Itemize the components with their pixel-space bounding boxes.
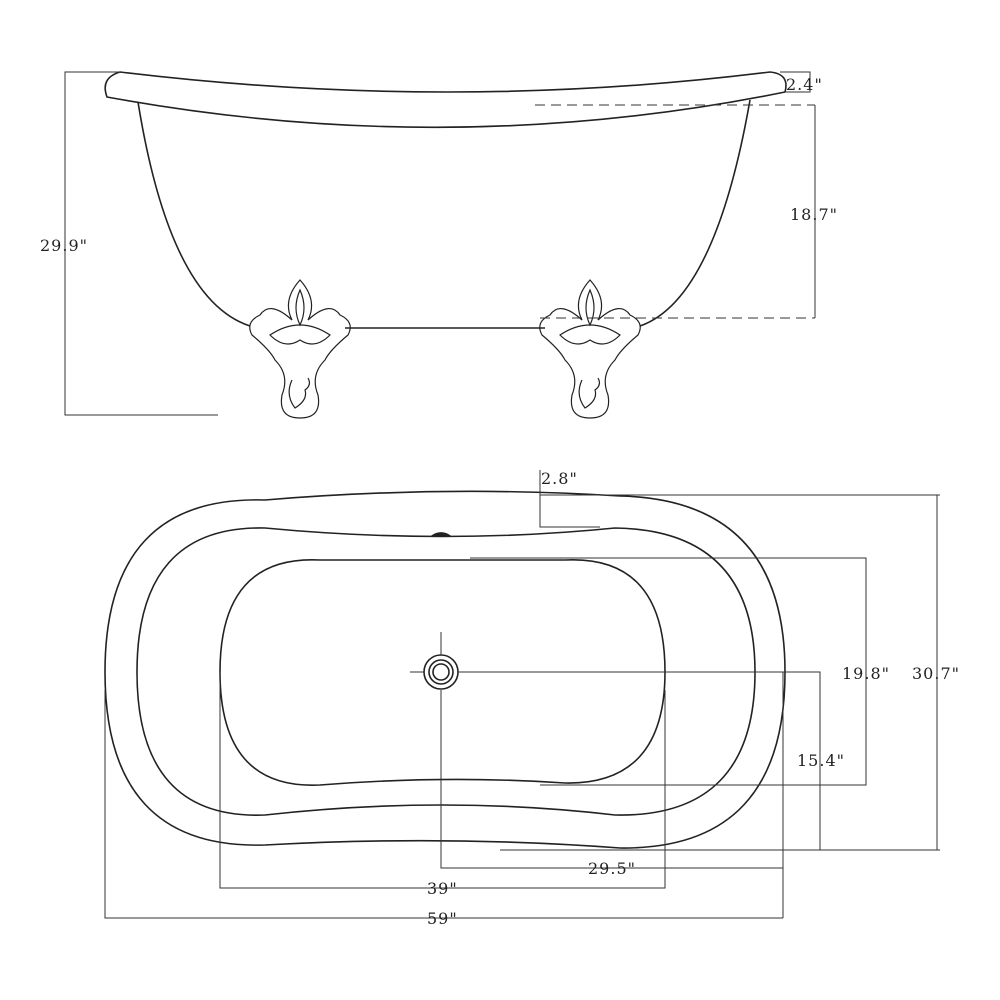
tub-rim (104, 71, 787, 129)
label-overall-length: 59" (427, 909, 458, 928)
label-interior-depth: 18.7" (790, 205, 838, 224)
dim-rim-height (780, 71, 811, 93)
tub-body-left (137, 101, 251, 327)
label-rim-height: 2.4" (786, 75, 823, 94)
label-interior-length: 39" (427, 879, 458, 898)
dim-overall-length (104, 690, 783, 919)
dim-drain-to-side (458, 671, 821, 850)
outline-rim-inner (136, 527, 756, 816)
tub-body-right (639, 99, 751, 327)
label-drain-to-end: 29.5" (588, 859, 636, 878)
label-rim-width: 2.8" (541, 469, 578, 488)
outline-outer (104, 490, 786, 849)
dim-overall-width (500, 495, 940, 851)
dim-overall-height (64, 71, 218, 416)
dim-interior-length (219, 672, 666, 889)
label-overall-width: 30.7" (912, 664, 960, 683)
dim-drain-to-end (440, 672, 784, 918)
overflow-icon (429, 532, 453, 537)
drain-icon (410, 632, 459, 690)
claw-foot-left (249, 279, 351, 419)
label-interior-width: 19.8" (842, 664, 890, 683)
dim-interior-width (470, 557, 867, 786)
dim-rim-width (539, 470, 940, 528)
label-overall-height: 29.9" (40, 236, 88, 255)
claw-foot-right (539, 279, 641, 419)
side-view: 29.9" 2.4" 18.7" (40, 71, 838, 419)
top-view: 2.8" 30.7" 19.8" 15.4" 29.5" 39" 59" (104, 469, 960, 928)
label-drain-to-side: 15.4" (797, 751, 845, 770)
